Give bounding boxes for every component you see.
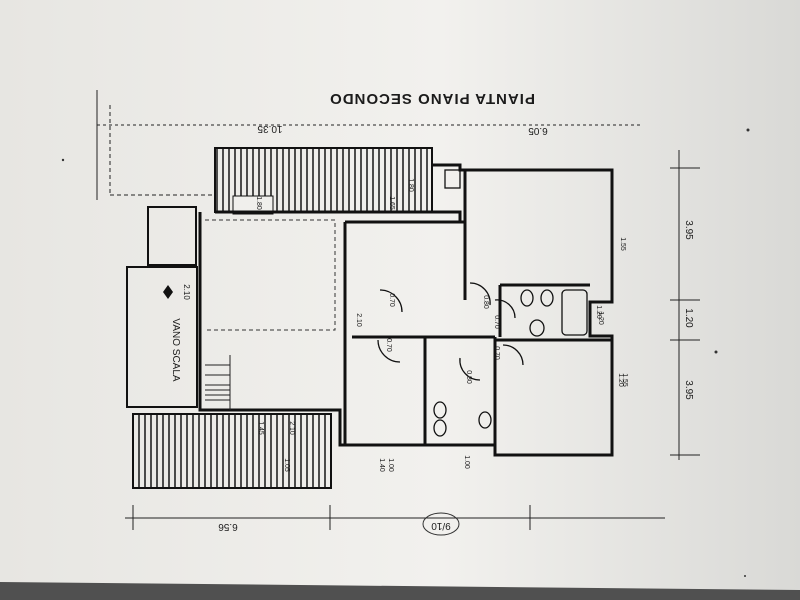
svg-text:1.20: 1.20	[617, 373, 624, 387]
svg-text:0.70: 0.70	[493, 346, 500, 360]
dim-right-3: 3.95	[683, 380, 694, 400]
plan-title: PIANTA PIANO SECONDO	[329, 90, 535, 107]
bottom-dimension	[125, 505, 665, 530]
svg-text:0.80: 0.80	[465, 370, 472, 384]
bathroom-fixtures	[433, 169, 588, 437]
right-dimension	[670, 150, 700, 460]
door-swings	[377, 282, 524, 381]
svg-text:1.20: 1.20	[597, 311, 604, 325]
svg-text:0.70: 0.70	[388, 293, 395, 307]
svg-text:1.65: 1.65	[388, 196, 395, 210]
svg-text:2.10: 2.10	[288, 421, 295, 435]
dim-right-2: 1.20	[683, 308, 694, 328]
svg-text:1.80: 1.80	[255, 196, 262, 210]
page-number-circle	[422, 512, 460, 536]
stair-marker: 2.10	[182, 284, 191, 300]
stair-block	[126, 266, 198, 408]
dim-top-left: 10.35	[257, 123, 282, 134]
svg-text:1.55: 1.55	[619, 237, 626, 251]
svg-text:0.70: 0.70	[493, 315, 500, 329]
svg-text:1.40: 1.40	[378, 458, 385, 472]
scan-specks	[61, 128, 750, 577]
svg-text:1.05: 1.05	[283, 458, 290, 472]
dashed-lines	[205, 219, 336, 331]
svg-text:1.20: 1.20	[595, 305, 602, 319]
stair-label: VANO SCALA	[170, 318, 181, 381]
svg-text:1.00: 1.00	[463, 455, 470, 469]
svg-text:0.70: 0.70	[385, 338, 392, 352]
page-number: 9/10	[431, 520, 451, 531]
dim-right-1: 3.95	[683, 220, 694, 240]
svg-text:1.45: 1.45	[257, 421, 264, 435]
svg-text:2.10: 2.10	[355, 313, 362, 327]
stair-arrow-icon	[163, 285, 173, 299]
dim-bottom-left: 6.56	[218, 521, 238, 532]
svg-text:1.80: 1.80	[407, 178, 414, 192]
stair-steps	[205, 355, 231, 410]
terrace-bottom	[132, 413, 332, 489]
opening-labels: 1.55 1.20 1.80 1.65 1.80 2.10 1.20 1.45 …	[255, 178, 628, 472]
dim-top-right: 6.05	[528, 125, 548, 136]
svg-text:0.80: 0.80	[482, 295, 489, 309]
walls	[198, 163, 614, 457]
svg-text:1.55: 1.55	[621, 373, 628, 387]
top-dimension	[96, 90, 640, 200]
svg-text:1.00: 1.00	[387, 458, 394, 472]
